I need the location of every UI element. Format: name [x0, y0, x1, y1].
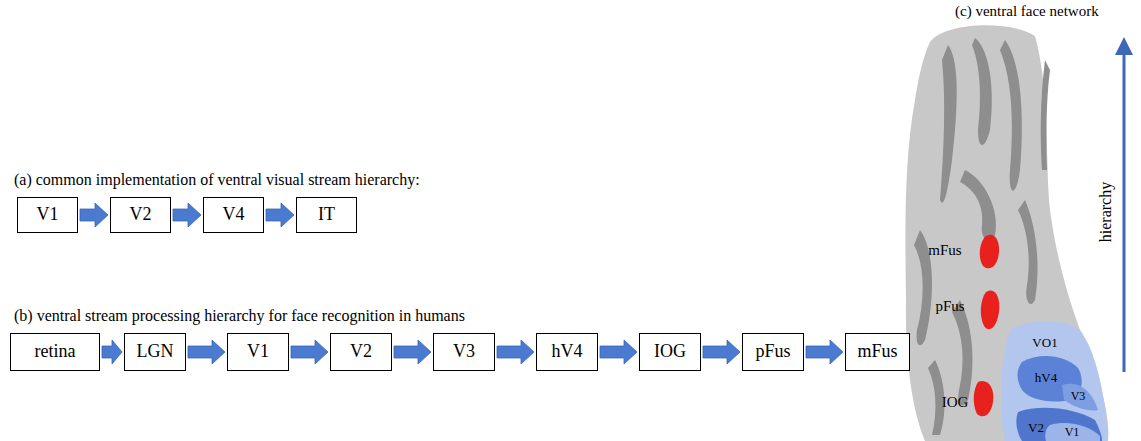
block-arrow: [600, 340, 637, 364]
region-label: IOG: [942, 394, 969, 411]
process-box: IT: [296, 197, 357, 233]
region-label: V1: [1065, 426, 1080, 439]
region-label: hV4: [1035, 371, 1057, 385]
box-label: V1: [247, 342, 269, 362]
box-label: V1: [37, 205, 59, 225]
block-arrow: [173, 203, 201, 227]
process-box: LGN: [124, 333, 186, 371]
hierarchy-arrow: [1123, 46, 1126, 372]
box-label: retina: [35, 342, 76, 362]
block-arrow: [188, 340, 225, 364]
process-box: retina: [10, 333, 100, 371]
block-arrow: [291, 340, 328, 364]
face-patches: [974, 235, 1000, 417]
process-box: mFus: [845, 333, 910, 371]
block-arrow: [497, 340, 534, 364]
region-label: pFus: [935, 298, 964, 315]
box-label: IOG: [654, 342, 686, 362]
process-box: hV4: [536, 333, 598, 371]
box-label: LGN: [137, 342, 174, 362]
box-label: V3: [453, 342, 475, 362]
region-label: V2: [1028, 421, 1044, 435]
panel-title: (a) common implementation of ventral vis…: [14, 171, 420, 189]
process-box: V2: [330, 333, 392, 371]
block-arrow: [806, 340, 843, 364]
panel-title: (b) ventral stream processing hierarchy …: [14, 307, 465, 325]
block-arrow: [80, 203, 108, 227]
block-arrow: [394, 340, 431, 364]
process-box: V2: [110, 197, 171, 233]
process-box: V1: [227, 333, 289, 371]
visual-areas: [1001, 321, 1108, 441]
box-label: IT: [318, 205, 335, 225]
region-label: V3: [1071, 390, 1086, 403]
cortex-surface: [905, 25, 1108, 441]
process-box: V3: [433, 333, 495, 371]
box-label: V4: [223, 205, 245, 225]
process-box: IOG: [639, 333, 701, 371]
region-label: mFus: [928, 242, 961, 259]
block-arrow: [703, 340, 740, 364]
block-arrow: [102, 340, 122, 364]
process-box: V1: [17, 197, 78, 233]
block-arrow: [266, 203, 294, 227]
box-label: V2: [350, 342, 372, 362]
box-label: pFus: [755, 342, 790, 362]
process-box: pFus: [742, 333, 804, 371]
box-label: mFus: [857, 342, 897, 362]
panel-title: (c) ventral face network: [955, 3, 1099, 20]
box-label: hV4: [552, 342, 583, 362]
region-label: VO1: [1032, 336, 1057, 350]
process-box: V4: [203, 197, 264, 233]
axis-label: hierarchy: [1097, 182, 1115, 242]
box-label: V2: [130, 205, 152, 225]
